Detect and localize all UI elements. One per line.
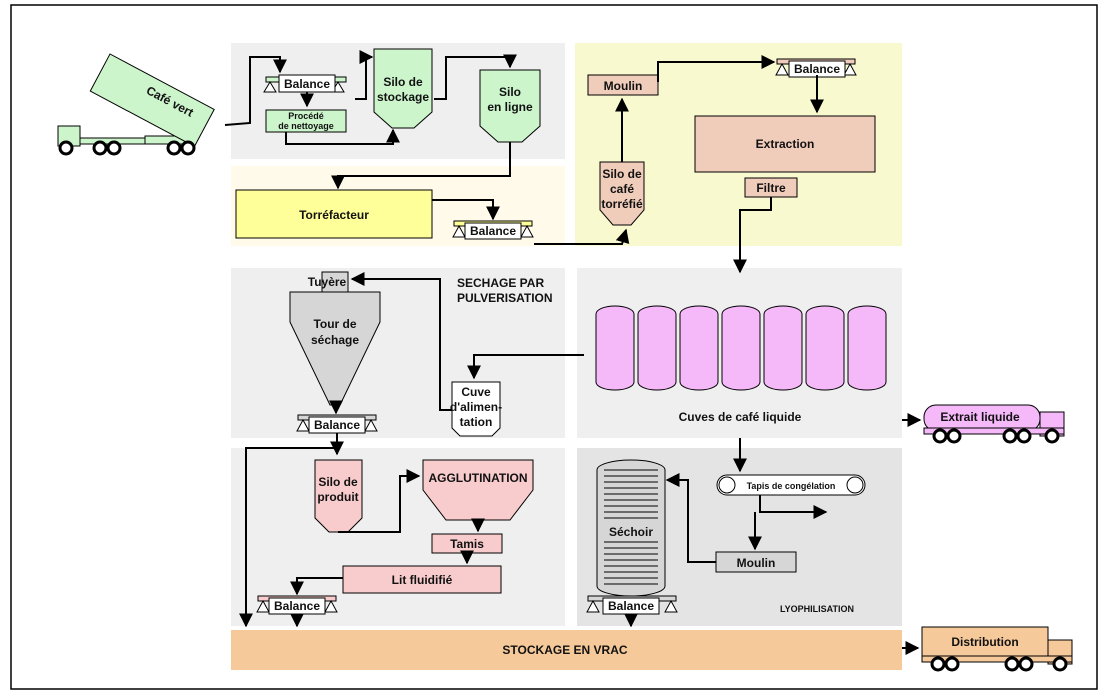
mill-1-box [587, 74, 659, 96]
extrait-liquide-label: Extrait liquide [940, 410, 1020, 424]
spray-drying-section-bg [231, 268, 565, 438]
liquid-coffee-tanks [595, 305, 887, 391]
cuves-liquide-label: Cuves de café liquide [679, 410, 802, 424]
lyophilisation-label: LYOPHILISATION [780, 604, 854, 614]
balance-6 [586, 595, 678, 615]
liquid-extract-truck [923, 404, 1065, 444]
green-coffee-truck [57, 53, 215, 156]
silo-ligne-label-1: Silo [499, 85, 521, 99]
extraction-label: Extraction [756, 137, 815, 151]
balance-2 [452, 220, 534, 240]
silo-torrefie-label-3: torréfié [601, 197, 643, 211]
moulin-2-label: Moulin [737, 556, 776, 570]
freeze-dryer [596, 459, 666, 597]
silo-torrefie-label-1: Silo de [602, 167, 642, 181]
balance-4-label: Balance [314, 418, 360, 432]
moulin-1-label: Moulin [604, 79, 643, 93]
cuve-label-3: tation [460, 415, 493, 429]
tamis-label: Tamis [450, 537, 484, 551]
balance-3-label: Balance [794, 62, 840, 76]
distribution-truck [921, 626, 1073, 672]
stockage-vrac-label: STOCKAGE EN VRAC [502, 643, 627, 657]
flow-lines [224, 50, 922, 655]
silo-ligne-label-2: en ligne [487, 100, 533, 114]
nettoyage-label: de nettoyage [278, 121, 334, 131]
tuyere-label: Tuyère [308, 275, 347, 289]
silo-stockage-label-2: stockage [377, 90, 429, 104]
freezing-belt [716, 474, 866, 496]
balance-6-label: Balance [608, 599, 654, 613]
outer-frame [10, 4, 1098, 690]
cuve-label-2: d'alimen- [450, 400, 502, 414]
procede-label: Procédé [288, 111, 324, 121]
storage-silo [373, 48, 433, 129]
sechage-label-2: PULVERISATION [457, 291, 553, 305]
cuve-label-1: Cuve [461, 385, 491, 399]
balance-4 [296, 414, 378, 434]
roaster-box [235, 189, 433, 239]
fluid-bed-box [342, 565, 502, 594]
tapis-label: Tapis de congélation [747, 481, 836, 491]
silo-produit-label-1: Silo de [318, 475, 358, 489]
extraction-box [694, 115, 876, 173]
sechage-label-1: SECHAGE PAR [457, 276, 544, 290]
sechoir-label: Séchoir [609, 525, 653, 539]
silo-stockage-label-1: Silo de [383, 75, 423, 89]
silo-produit-label-2: produit [317, 490, 358, 504]
balance-5 [256, 595, 338, 615]
balance-1-label: Balance [284, 77, 330, 91]
bulk-storage-bar [231, 630, 902, 670]
inline-silo [479, 69, 541, 143]
tour-label-2: séchage [311, 333, 359, 347]
balance-2-label: Balance [470, 224, 516, 238]
filtre-label: Filtre [756, 181, 786, 195]
lit-fluidifie-label: Lit fluidifié [392, 573, 453, 587]
roasted-coffee-silo [599, 161, 645, 226]
tour-label-1: Tour de [313, 317, 356, 331]
balance-5-label: Balance [274, 599, 320, 613]
cleaning-process-box [265, 109, 347, 133]
distribution-label: Distribution [951, 635, 1018, 649]
agglutination-unit [422, 459, 534, 521]
silo-torrefie-label-2: café [610, 182, 634, 196]
feed-tank [451, 381, 501, 437]
torrefacteur-label: Torréfacteur [299, 208, 369, 222]
agglutination-label: AGGLUTINATION [428, 471, 527, 485]
